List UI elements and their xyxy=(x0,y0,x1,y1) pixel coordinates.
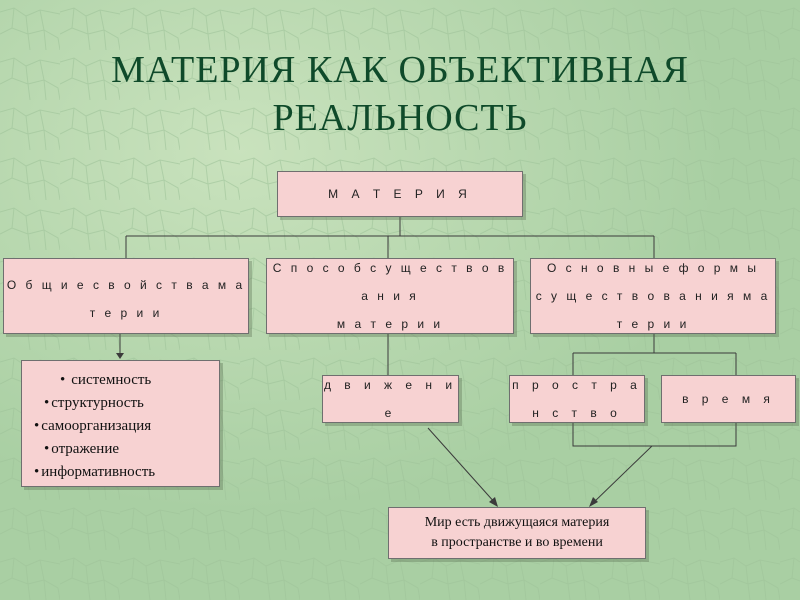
title-line-1: МАТЕРИЯ КАК ОБЪЕКТИВНАЯ xyxy=(111,49,689,91)
arrowhead-space-time xyxy=(589,497,598,507)
conclusion-box: Мир есть движущаяся материя в пространст… xyxy=(388,507,646,559)
properties-list-box: системность структурность самоорганизаци… xyxy=(21,360,220,487)
title-line-2: РЕАЛЬНОСТЬ xyxy=(272,97,528,139)
branch-forms-line-1: О с н о в н ы е ф о р м ы xyxy=(546,261,760,275)
conclusion-line-2: в пространстве и во времени xyxy=(431,535,603,550)
leaf-time-label: в р е м я xyxy=(682,392,775,406)
leaf-box-space: п р о с т р а н с т в о xyxy=(509,375,645,423)
property-item: отражение xyxy=(44,438,219,461)
root-label: М А Т Е Р И Я xyxy=(328,187,472,201)
branch-box-mode-of-existence: С п о с о б с у щ е с т в о в а н и я м … xyxy=(266,258,514,334)
leaf-motion-label: д в и ж е н и е xyxy=(323,378,458,420)
property-item: информативность xyxy=(34,461,219,484)
branch-box-forms-of-existence: О с н о в н ы е ф о р м ы с у щ е с т в … xyxy=(530,258,776,334)
conclusion-line-1: Мир есть движущаяся материя xyxy=(424,515,610,530)
branch-forms-line-2: с у щ е с т в о в а н и я м а т е р и и xyxy=(535,289,771,331)
arrowhead-general xyxy=(116,353,124,359)
arrow-space-time-to-conclusion xyxy=(591,445,653,505)
connector-space-time-bracket xyxy=(572,423,737,447)
property-item: самоорганизация xyxy=(34,415,219,438)
properties-list: системность структурность самоорганизаци… xyxy=(41,369,219,484)
property-item: структурность xyxy=(44,392,219,415)
slide-title: МАТЕРИЯ КАК ОБЪЕКТИВНАЯ РЕАЛЬНОСТЬ xyxy=(0,46,800,142)
leaf-box-motion: д в и ж е н и е xyxy=(322,375,459,423)
arrowhead-motion xyxy=(489,497,498,507)
branch-box-general-properties: О б щ и е с в о й с т в а м а т е р и и xyxy=(3,258,249,334)
branch-mode-line-1: С п о с о б с у щ е с т в о в а н и я xyxy=(272,261,508,303)
leaf-space-label: п р о с т р а н с т в о xyxy=(512,378,642,420)
branch-mode-line-2: м а т е р и и xyxy=(336,317,444,331)
property-item: системность xyxy=(44,369,219,392)
leaf-box-time: в р е м я xyxy=(661,375,796,423)
branch-general-label: О б щ и е с в о й с т в а м а т е р и и xyxy=(6,278,246,320)
arrow-motion-to-conclusion xyxy=(427,427,497,505)
root-box-materia: М А Т Е Р И Я xyxy=(277,171,523,217)
